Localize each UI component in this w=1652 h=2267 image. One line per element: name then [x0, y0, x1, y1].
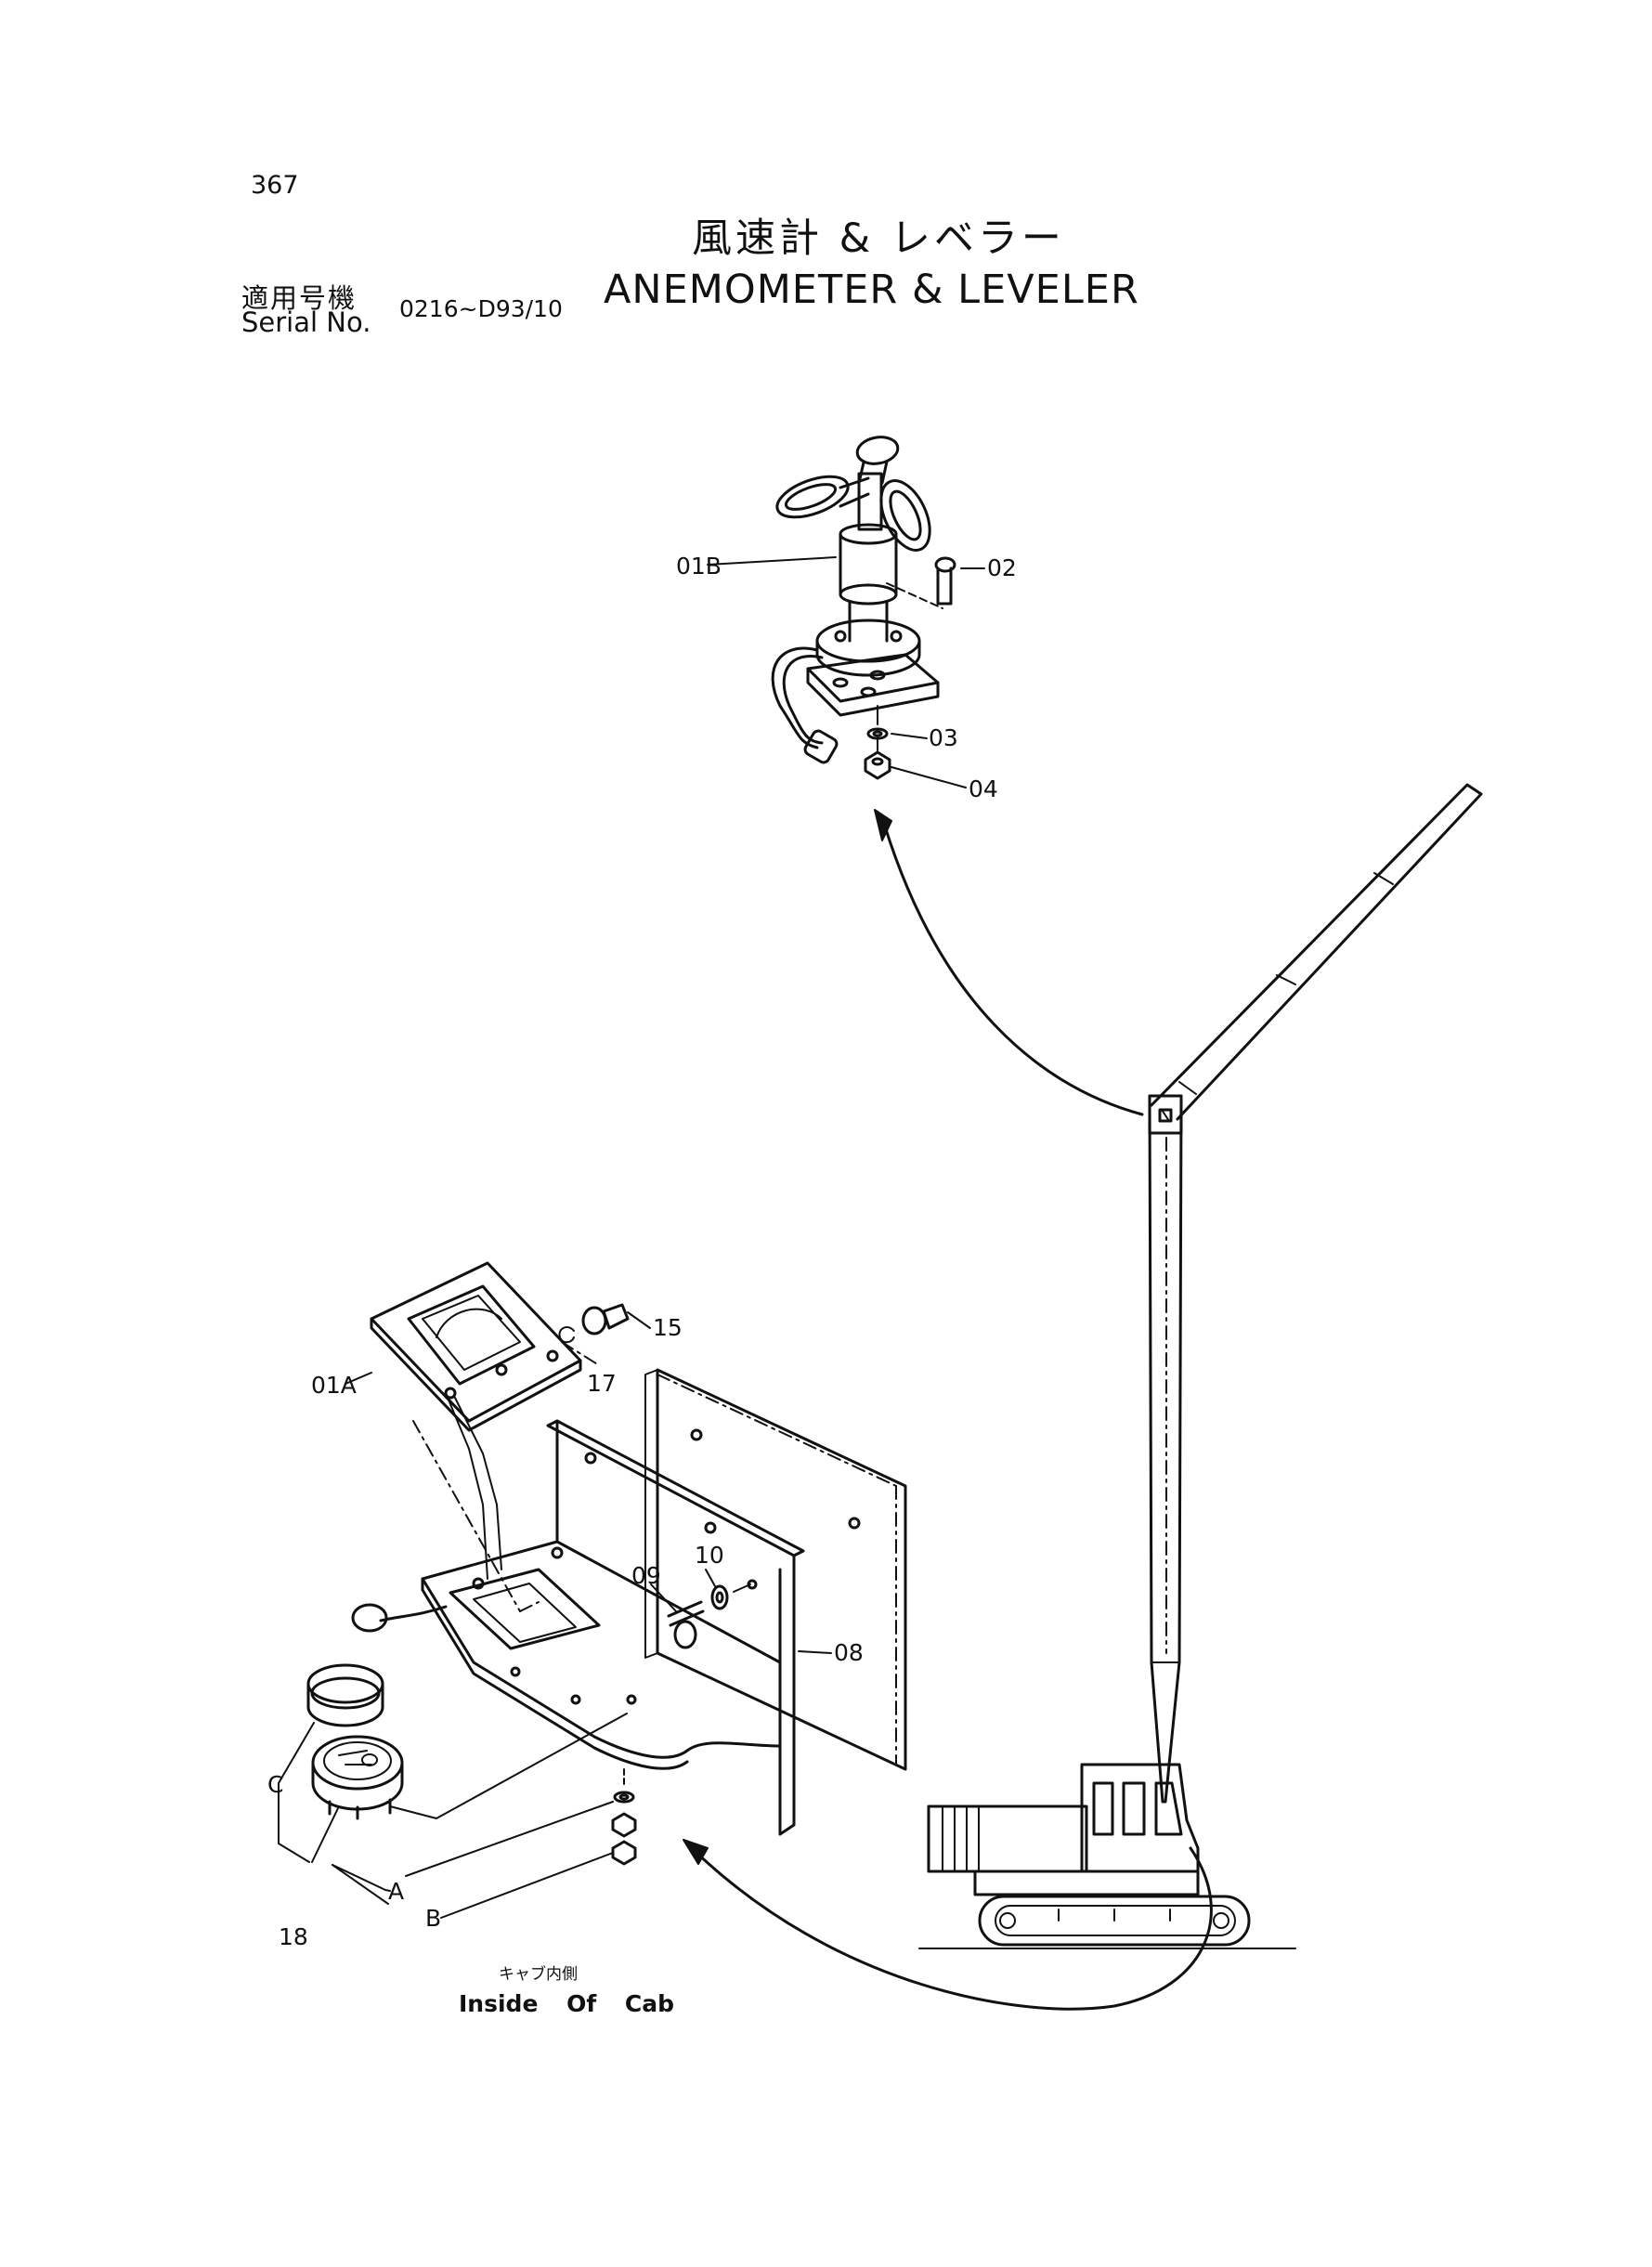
part-label-09: 09 [631, 1562, 661, 1589]
part-label-01B: 01B [676, 553, 722, 580]
serial-range: 0216~D93/10 [399, 295, 563, 322]
reference-label-B: B [425, 1905, 441, 1932]
part-label-01A: 01A [311, 1372, 357, 1399]
serial-label-japanese: 適用号機 [241, 282, 358, 314]
title-japanese: 風速計 & レベラー [692, 215, 1065, 262]
reference-label-C: C [267, 1771, 283, 1798]
part-label-17: 17 [587, 1370, 617, 1397]
part-label-03: 03 [929, 724, 958, 751]
leveler-drawing [278, 1261, 907, 1919]
reference-label-A: A [388, 1878, 404, 1905]
part-label-08: 08 [834, 1639, 864, 1666]
location-arrows [683, 809, 1213, 2011]
page-number: 367 [251, 171, 299, 200]
part-label-02: 02 [987, 554, 1017, 581]
crane-drawing [918, 783, 1483, 1949]
part-label-04: 04 [969, 775, 998, 802]
title-english: ANEMOMETER & LEVELER [604, 267, 1139, 313]
serial-label: Serial No. [241, 306, 371, 338]
anemometer-drawing [707, 436, 985, 788]
caption-english: Inside Of Cab [459, 1990, 675, 2017]
part-label-10: 10 [695, 1542, 724, 1569]
part-label-18: 18 [279, 1923, 308, 1950]
caption-japanese: キャブ内側 [499, 1965, 578, 1984]
part-label-15: 15 [653, 1314, 683, 1341]
